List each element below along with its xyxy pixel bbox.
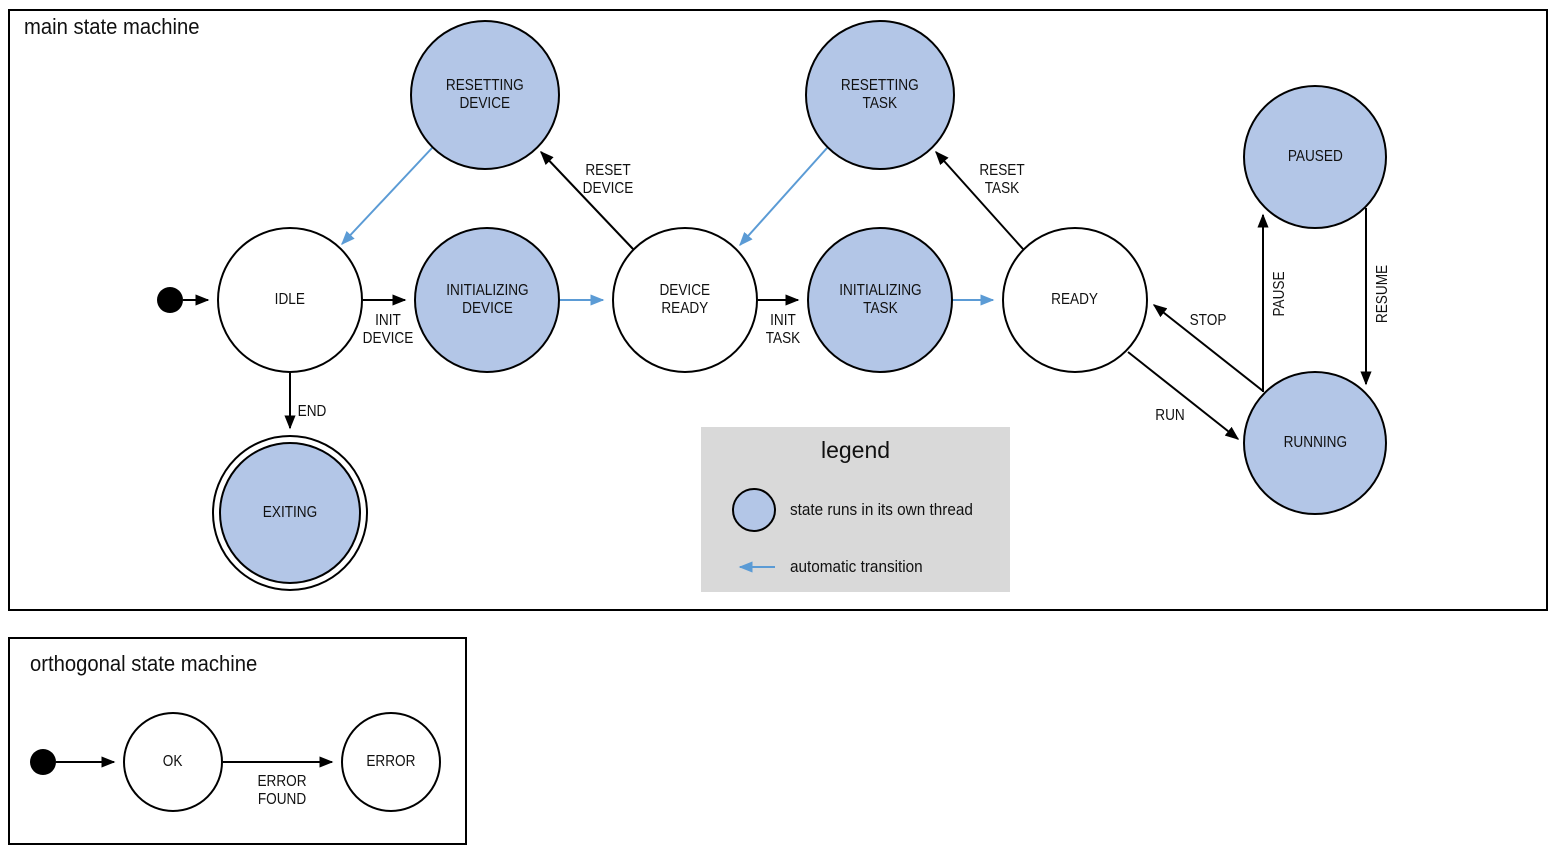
- legend-auto-label: automatic transition: [790, 557, 923, 576]
- state-ready-label: READY: [1051, 291, 1099, 308]
- orthogonal-state-machine-frame: [8, 637, 467, 845]
- state-resetting-task: RESETTING TASK: [805, 20, 955, 170]
- state-resetting-device: RESETTING DEVICE: [410, 20, 560, 170]
- legend-panel: legend state runs in its own thread auto…: [701, 427, 1010, 592]
- transition-label-resume: RESUME: [1374, 264, 1391, 324]
- transition-label-stop: STOP: [1189, 312, 1227, 329]
- state-initializing-device: INITIALIZING DEVICE: [414, 227, 560, 373]
- state-running: RUNNING: [1243, 371, 1387, 515]
- state-device-ready: DEVICE READY: [612, 227, 758, 373]
- transition-label-end: END: [297, 403, 327, 420]
- state-idle-label: IDLE: [274, 291, 306, 308]
- state-ok: OK: [123, 712, 223, 812]
- state-resetting-task-label: RESETTING TASK: [841, 77, 919, 112]
- state-ready: READY: [1002, 227, 1148, 373]
- state-paused: PAUSED: [1243, 85, 1387, 229]
- legend-thread-label: state runs in its own thread: [790, 500, 973, 519]
- state-resetting-device-label: RESETTING DEVICE: [446, 77, 524, 112]
- state-paused-label: PAUSED: [1287, 148, 1343, 165]
- state-initializing-task-label: INITIALIZING TASK: [838, 282, 922, 317]
- transition-label-init-device: INIT DEVICE: [362, 312, 414, 347]
- transition-label-pause: PAUSE: [1271, 271, 1288, 317]
- state-device-ready-label: DEVICE READY: [659, 282, 711, 317]
- main-diagram-title: main state machine: [24, 14, 200, 39]
- transition-label-reset-task: RESET TASK: [979, 162, 1025, 197]
- legend-title: legend: [820, 437, 891, 463]
- transition-label-error-found: ERROR FOUND: [257, 773, 307, 808]
- transition-label-reset-device: RESET DEVICE: [582, 162, 634, 197]
- state-exiting: EXITING: [219, 442, 361, 584]
- state-exiting-final-ring: EXITING: [212, 435, 368, 591]
- state-initializing-device-label: INITIALIZING DEVICE: [445, 282, 529, 317]
- state-exiting-label: EXITING: [262, 504, 318, 521]
- state-running-label: RUNNING: [1283, 434, 1347, 451]
- orthogonal-diagram-title: orthogonal state machine: [30, 651, 258, 676]
- state-initializing-task: INITIALIZING TASK: [807, 227, 953, 373]
- transition-label-run: RUN: [1155, 407, 1185, 424]
- state-error-label: ERROR: [366, 753, 416, 770]
- thread-state-swatch-icon: [732, 488, 776, 532]
- main-state-machine-frame: [8, 9, 1548, 611]
- state-ok-label: OK: [163, 753, 183, 770]
- state-error: ERROR: [341, 712, 441, 812]
- state-idle: IDLE: [217, 227, 363, 373]
- transition-label-init-task: INIT TASK: [765, 312, 801, 347]
